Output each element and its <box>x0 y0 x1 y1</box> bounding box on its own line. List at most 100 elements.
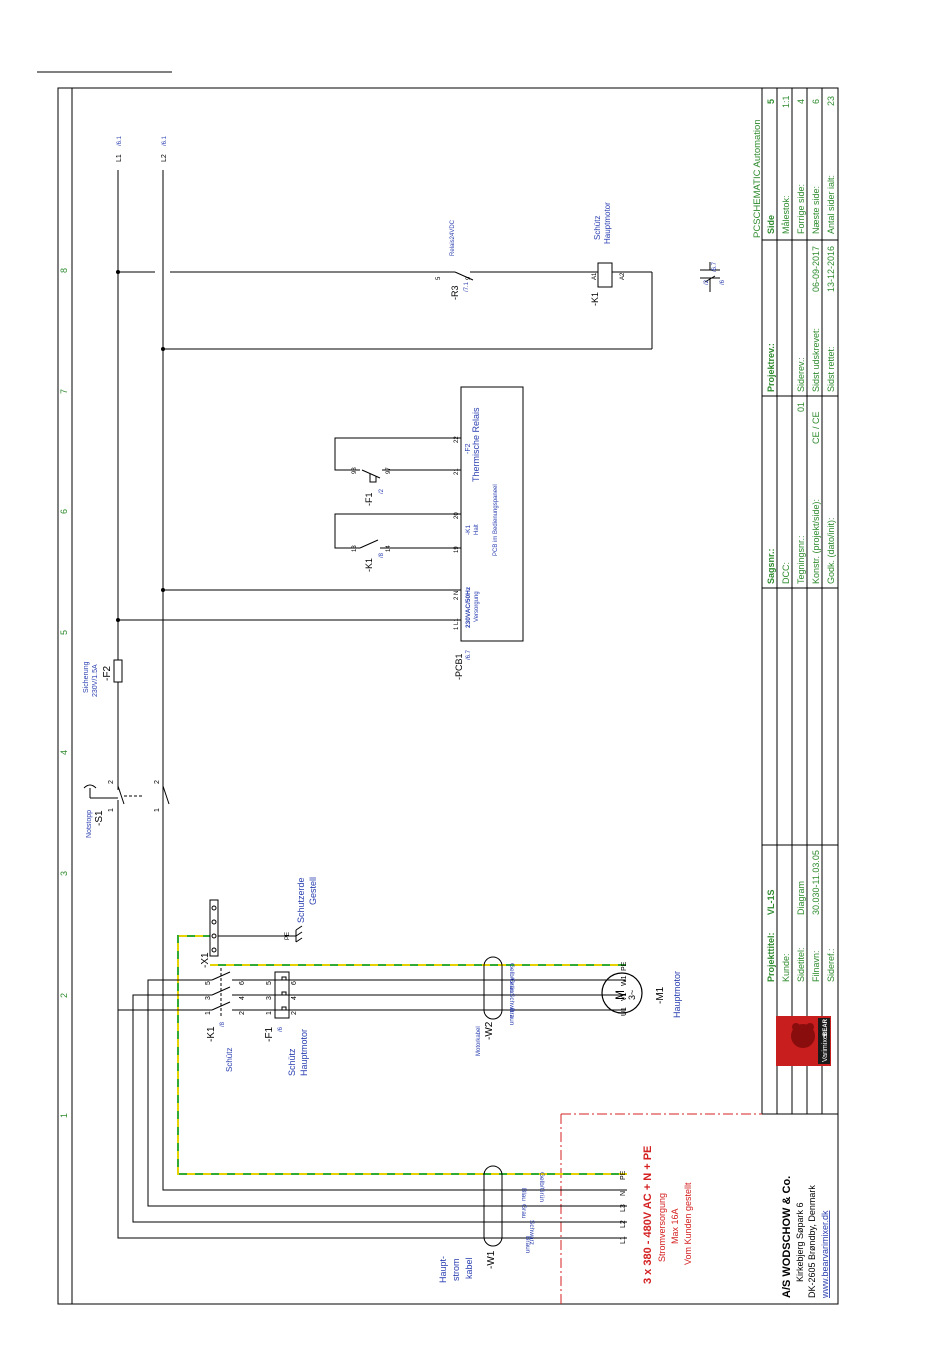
rail-l2-ref: /6.1 <box>162 135 168 146</box>
estop-pin-3: 1 <box>154 808 161 812</box>
control-rails <box>116 170 165 1010</box>
fuse-tag: -F2 <box>102 666 113 681</box>
w1-label-2: strom <box>451 1259 461 1282</box>
column-number-2: 2 <box>59 993 69 998</box>
estop-pin-1: 1 <box>108 808 115 812</box>
pcb-f2-label-2: Thermische Relais <box>471 407 481 482</box>
coil-label-2: Hauptmotor <box>603 202 612 244</box>
column-number-4: 4 <box>59 750 69 755</box>
pcb-pin-22: 22 <box>454 436 460 443</box>
last-printed-value: 06-09-2017 <box>811 246 821 292</box>
k1-aux-tag: -K1 <box>364 558 374 572</box>
x1-pe-label: PE <box>285 932 291 940</box>
rail-l2-label: L2 <box>161 154 168 162</box>
coil-tag: -K1 <box>590 292 600 306</box>
overload-pin-1: 1 <box>266 1011 273 1015</box>
w1-terminal-l1: L1 <box>620 1236 627 1244</box>
emergency-stop-s1 <box>83 784 170 805</box>
svg-text:BEAR: BEAR <box>823 1018 829 1036</box>
company-name: A/S WODSCHOW & Co. <box>781 1176 793 1298</box>
contactor-label: Schütz <box>225 1048 234 1072</box>
pcb-f2-label-1: -F2 <box>465 443 472 454</box>
estop-label: Notstopp <box>86 810 93 838</box>
software-name: PCSCHEMATIC Automation <box>752 119 763 238</box>
motor-symbol-m: M <box>613 990 627 1000</box>
motor-tag: -M1 <box>655 986 666 1004</box>
relay-pin-5: 5 <box>436 276 442 280</box>
coil-label-1: Schütz <box>593 216 602 240</box>
w2-terminal-u1: U1 <box>621 1007 628 1016</box>
w1-wire-n: Blau <box>520 1188 527 1201</box>
page-ref-label: Sideref.: <box>826 948 836 982</box>
fuse-f2 <box>113 659 123 683</box>
f1-aux-ref: /2 <box>379 488 385 494</box>
column-number-8: 8 <box>59 268 69 273</box>
contactor-pin-2: 2 <box>239 1011 246 1015</box>
coil-k1-symbol <box>597 262 613 288</box>
w2-terminal-v1: V1 <box>621 992 628 1001</box>
total-pages-value: 23 <box>826 96 836 106</box>
next-page-value: 6 <box>811 99 821 104</box>
w2-wire-pe: Gelb/Grün <box>508 963 515 993</box>
pcb-ref: /6.7 <box>466 649 472 660</box>
coil-ref-1: /2 <box>704 279 710 285</box>
prev-page-value: 4 <box>796 99 806 104</box>
overload-pin-5: 5 <box>266 981 273 985</box>
fuse-label-1: Sicherung <box>83 661 90 693</box>
pcb-k1-label-1: -K1 <box>465 525 472 536</box>
column-number-5: 5 <box>59 630 69 635</box>
x1-tag: -X1 <box>200 952 211 968</box>
project-rev-label: Projektrev.: <box>766 343 776 392</box>
coil-pin-a2: A2 <box>620 272 626 280</box>
overload-tag: -F1 <box>264 1027 275 1042</box>
k1-aux-ref: /8 <box>379 552 385 558</box>
motor-label: Hauptmotor <box>672 971 682 1018</box>
project-title-value: VL-1S <box>766 889 776 915</box>
w1-wire-l3: Grau <box>520 1204 527 1219</box>
company-info: A/S WODSCHOW & Co. Kirkebjerg Søpark 6 D… <box>781 1176 830 1299</box>
side-rev-label: Siderev.: <box>796 357 806 392</box>
w1-terminal-n: N <box>620 1191 627 1196</box>
last-printed-label: Sidst udskrevet: <box>811 328 821 392</box>
customer-label: Kunde: <box>781 953 791 982</box>
constr-label: Konstr. (projekt/side): <box>811 499 821 584</box>
rail-l1-label: L1 <box>116 154 123 162</box>
w2-label: Motorkabel <box>476 1026 482 1056</box>
contactor-pin-3: 3 <box>205 996 212 1000</box>
approved-label: Godk. (dato/init): <box>826 517 836 584</box>
coil-circuit <box>118 262 720 350</box>
overload-ref: /6 <box>278 1026 284 1032</box>
estop-pin-2: 2 <box>108 780 115 784</box>
case-no-label: Sagsnr.: <box>766 548 776 584</box>
relay-pin-9: 9 <box>466 276 472 280</box>
coil-pin-a1: A1 <box>592 272 598 280</box>
f1-aux-tag: -F1 <box>364 493 374 507</box>
estop-pin-4: 2 <box>154 780 161 784</box>
cable-sheath-w2 <box>483 956 503 1020</box>
title-block: PCSCHEMATIC Automation Side 5 Målestok: … <box>752 88 838 1115</box>
estop-tag: -S1 <box>94 810 105 826</box>
column-number-6: 6 <box>59 509 69 514</box>
cable-sheath-w1 <box>483 1165 503 1247</box>
overload-pin-4: 4 <box>291 996 298 1000</box>
w2-terminal-pe: PE <box>621 961 628 971</box>
supply-line-1: Stromversorgung <box>657 1193 667 1262</box>
overload-label-2: Hauptmotor <box>299 1029 309 1076</box>
w1-wire-pe: Gelb/Grün <box>538 1172 545 1202</box>
w1-terminal-pe: PE <box>620 1170 627 1180</box>
pcb-pin-n: 2 N <box>454 591 460 600</box>
contactor-k1-contacts <box>211 968 232 1016</box>
project-title-label: Projekttitel: <box>766 932 776 982</box>
overload-label-1: Schütz <box>287 1048 297 1076</box>
pcb-supply-label-2: Versorgung <box>474 591 480 622</box>
company-address-1: Kirkebjerg Søpark 6 <box>795 1202 805 1282</box>
supply-title: 3 x 380 - 480V AC + N + PE <box>642 1146 654 1284</box>
pcb-supply-label-1: 230VAC/50Hz <box>465 586 472 628</box>
power-circuit <box>155 956 643 1020</box>
constr-value: CE / CE <box>811 411 821 444</box>
motor-symbol-phase: 3~ <box>627 990 637 1000</box>
company-website-link[interactable]: www.bearvarimixer.dk <box>820 1210 830 1299</box>
supply-line-3: Vom Kunden gestellt <box>683 1182 693 1265</box>
x1-label-2: Gestell <box>308 877 318 905</box>
pcb-pin-19: 19 <box>454 546 460 553</box>
